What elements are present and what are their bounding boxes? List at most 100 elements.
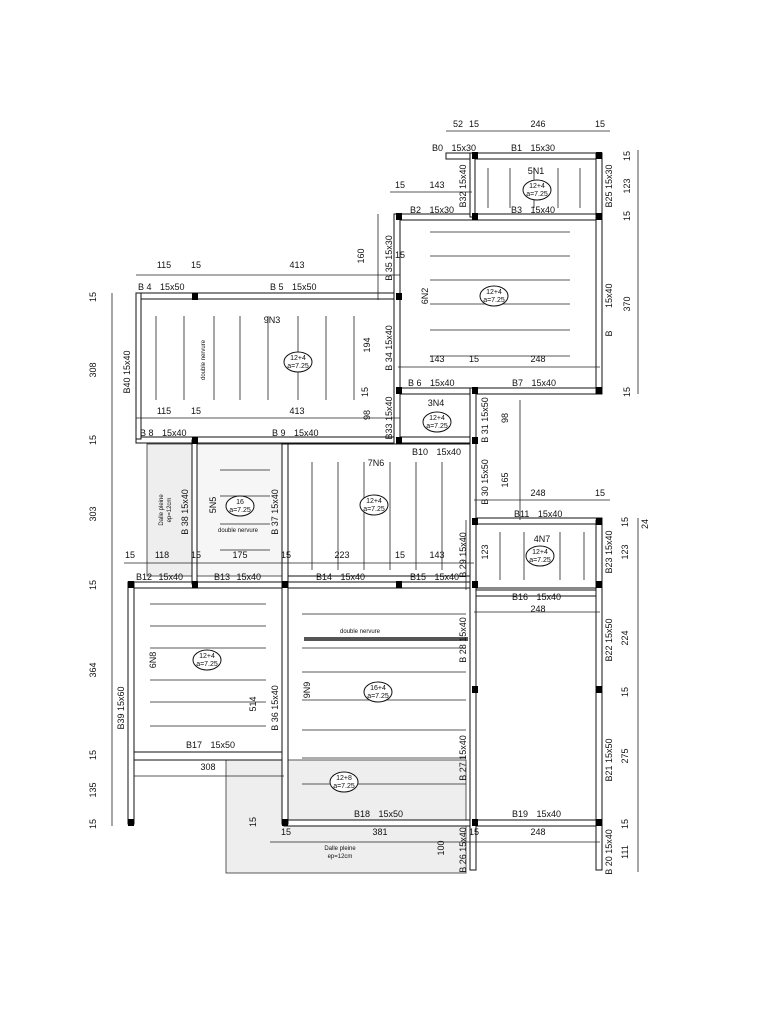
panel-label-6n8: 6N8 bbox=[148, 652, 158, 669]
dim-inner-2: 194 bbox=[362, 337, 372, 352]
dim-row3-2: 413 bbox=[289, 260, 304, 270]
dim-right-mid-1: 15 bbox=[595, 488, 605, 498]
dim-right-0: 15 bbox=[622, 151, 632, 161]
dim-rl-1: 24 bbox=[640, 519, 650, 529]
dim-row3-0: 115 bbox=[157, 260, 171, 270]
dim-row2-1: 143 bbox=[429, 180, 444, 190]
dim-inner-4: 15 bbox=[360, 387, 370, 397]
panel-label-6n2: 6N2 bbox=[420, 288, 430, 305]
dim-inner-5: 98 bbox=[500, 413, 510, 423]
dimension-lines bbox=[111, 130, 639, 872]
panel-label-7n6: 7N6 bbox=[368, 458, 385, 468]
badge-6n8-bottom: a=7.25 bbox=[196, 661, 218, 668]
dim-row5-2: 15 bbox=[191, 550, 201, 560]
dim-right-3: 370 bbox=[622, 296, 632, 311]
dim-right-1: 123 bbox=[622, 178, 632, 193]
solid-slab-left bbox=[146, 443, 193, 577]
beam-b18-label: B18 15x50 bbox=[354, 809, 403, 819]
badge-9n3-top: 12+4 bbox=[290, 355, 306, 362]
panel-label-4n7: 4N7 bbox=[534, 534, 551, 544]
badge-5n5-bottom: a=7.25 bbox=[229, 507, 251, 514]
beam-b22-label: B22 15x50 bbox=[604, 618, 614, 661]
beam-b9-label: B 9 15x40 bbox=[272, 428, 319, 438]
beam-b7-label: B7 15x40 bbox=[512, 378, 556, 388]
dim-right-2: 15 bbox=[622, 211, 632, 221]
double-nervure-bar bbox=[304, 637, 468, 641]
dim-mid-0: 143 bbox=[429, 354, 444, 364]
badge-6n2-bottom: a=7.25 bbox=[483, 297, 505, 304]
dim-rl-0: 15 bbox=[620, 517, 630, 527]
beam-b39-label: B39 15x60 bbox=[116, 686, 126, 729]
beam-b17-label: B17 15x50 bbox=[186, 740, 235, 750]
dim-left-4: 15 bbox=[88, 580, 98, 590]
beam-b1-label: B1 15x30 bbox=[511, 143, 555, 153]
dim-rl-4: 15 bbox=[620, 687, 630, 697]
beam-b11-label: B11 15x40 bbox=[514, 509, 562, 519]
dim-bottom-4: 248 bbox=[530, 827, 545, 837]
beam-b30-label: B 30 15x50 bbox=[480, 459, 490, 505]
badge-5n1-bottom: a=7.25 bbox=[526, 191, 548, 198]
dim-row5-6: 15 bbox=[395, 550, 405, 560]
note-dalle-pleine-1: Dalle pleine bbox=[159, 494, 165, 526]
dim-top-1: 15 bbox=[469, 119, 479, 129]
badge-5n5-top: 16 bbox=[236, 499, 244, 506]
beam-b38-label: B 38 15x40 bbox=[180, 489, 190, 535]
dim-inner-9: 100 bbox=[436, 840, 446, 855]
dim-mid2-1: 15 bbox=[191, 406, 201, 416]
beam-b34-label: B 34 15x40 bbox=[384, 325, 394, 371]
dim-bottom-3: 15 bbox=[469, 827, 479, 837]
beam-b19-label: B19 15x40 bbox=[512, 809, 561, 819]
badge-4n7-bottom: a=7.25 bbox=[529, 557, 551, 564]
dim-left-7: 135 bbox=[88, 782, 98, 797]
badge-6n2-top: 12+4 bbox=[486, 289, 502, 296]
beam-b14-label: B14 15x40 bbox=[316, 572, 365, 582]
beam-b13-label: B13 15x40 bbox=[214, 572, 261, 582]
dim-inner-0: 160 bbox=[356, 248, 366, 263]
badge-6n8-top: 12+4 bbox=[199, 653, 215, 660]
beam-b2-label: B2 15x30 bbox=[410, 205, 454, 215]
beam-b6-label: B 6 15x40 bbox=[408, 378, 455, 388]
badge-3n4-bottom: a=7.25 bbox=[426, 423, 448, 430]
badge-bottom-top: 12+8 bbox=[336, 775, 352, 782]
dim-inner-3: 98 bbox=[362, 410, 372, 420]
beam-b31-label: B 31 15x50 bbox=[480, 397, 490, 443]
note-double-nervure-3: double nervure bbox=[340, 629, 381, 635]
dim-rl-5: 275 bbox=[620, 748, 630, 763]
dim-left-5: 364 bbox=[88, 662, 98, 677]
note-double-nervure-1: double nervure bbox=[201, 339, 207, 380]
dim-top-3: 15 bbox=[595, 119, 605, 129]
note-dalle-ep-2: ep=12cm bbox=[328, 854, 353, 860]
panel-label-3n4: 3N4 bbox=[428, 398, 445, 408]
dim-inner-7: 123 bbox=[480, 544, 490, 559]
beam-b20-label: B 20 15x40 bbox=[604, 829, 614, 875]
panel-label-9n9: 9N9 bbox=[302, 682, 312, 699]
beam-b8-label: B 8 15x40 bbox=[140, 428, 187, 438]
panel-label-5n5: 5N5 bbox=[208, 497, 218, 514]
beam-b32-label: B32 15x40 bbox=[458, 164, 468, 207]
badge-7n6-bottom: a=7.25 bbox=[363, 506, 385, 513]
beam-b36-label: B 36 15x40 bbox=[270, 685, 280, 731]
beam-b27-label: B 27 15x40 bbox=[458, 735, 468, 781]
dim-row3-1: 15 bbox=[191, 260, 201, 270]
beam-b21-label: B21 15x50 bbox=[604, 738, 614, 781]
dim-left-6: 15 bbox=[88, 750, 98, 760]
dim-bottom-1: 15 bbox=[281, 827, 291, 837]
dim-row5-7: 143 bbox=[429, 550, 444, 560]
dim-left-2: 15 bbox=[88, 435, 98, 445]
columns bbox=[128, 152, 602, 826]
badge-9n9-top: 16+4 bbox=[370, 685, 386, 692]
beam-b29-label: B 29 15x40 bbox=[458, 532, 468, 578]
room-right-lower bbox=[473, 595, 601, 823]
badge-9n3-bottom: a=7.25 bbox=[287, 363, 309, 370]
beam-b12-label: B12 15x40 bbox=[136, 572, 183, 582]
beam-b16-label: B16 15x40 bbox=[512, 592, 561, 602]
dim-bottom-2: 381 bbox=[372, 827, 387, 837]
beam-b25-label: B25 15x30 bbox=[604, 164, 614, 207]
badge-3n4-top: 12+4 bbox=[429, 415, 445, 422]
dim-left-3: 303 bbox=[88, 506, 98, 521]
beam-lines bbox=[127, 152, 603, 871]
note-double-nervure-2: double nervure bbox=[218, 528, 259, 534]
beam-b26-label: B 26 15x40 bbox=[458, 827, 468, 873]
beam-b4-label: B 4 15x50 bbox=[138, 282, 185, 292]
